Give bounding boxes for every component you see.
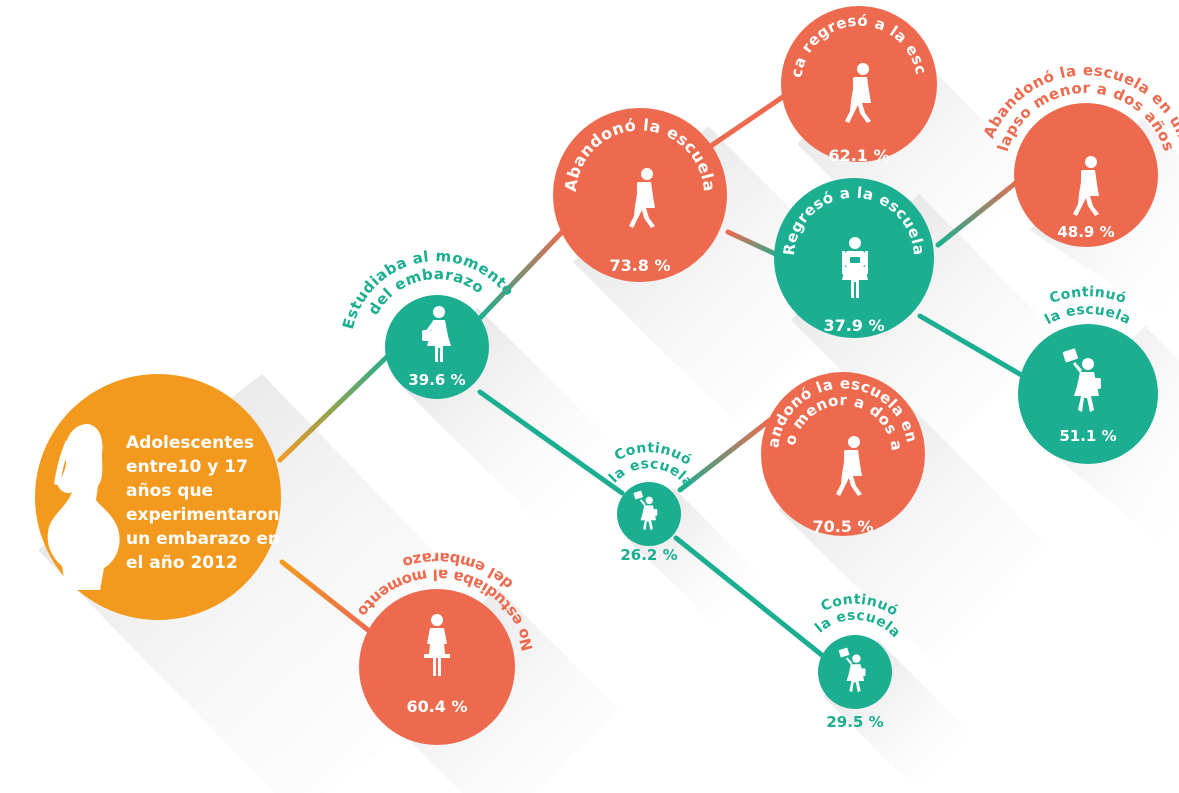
nunca-regreso-label-line-1: Nunca regresó a la escuela: [0, 0, 930, 79]
connector-continuo1-continuo3: [673, 535, 831, 663]
pregnant-woman-icon: [47, 424, 120, 590]
connector-regreso-lapso1: [935, 175, 1025, 248]
connector-abandono-nunca: [702, 89, 793, 153]
node-estudiaba: 39.6 %: [385, 295, 489, 399]
node-nunca-regreso: 62.1 %: [781, 6, 937, 165]
abandono-lapso-2-circle: [761, 372, 925, 536]
node-regreso: 37.9 %: [774, 178, 934, 338]
abandono-lapso-2-value: 70.5 %: [812, 517, 873, 536]
continuo-1-value: 26.2 %: [620, 546, 677, 564]
no-estudiaba-circle: [359, 589, 515, 745]
continuo-2-value: 51.1 %: [1059, 427, 1116, 445]
connector-root-estudiaba: [277, 347, 397, 463]
continuo-3-value: 29.5 %: [826, 713, 883, 731]
node-abandono: 73.8 %: [553, 108, 727, 282]
root-line-1: Adolescentes: [126, 433, 254, 453]
node-continuo-3: 29.5 %: [818, 635, 892, 731]
root-line-4: experimentaron: [126, 505, 280, 525]
abandono-value: 73.8 %: [609, 256, 670, 275]
node-root: Adolescentes entre10 y 17 años que exper…: [35, 374, 286, 620]
node-continuo-1: 26.2 %: [617, 482, 681, 564]
root-line-6: el año 2012: [126, 553, 238, 573]
estudiaba-value: 39.6 %: [408, 371, 465, 389]
continuo-2-label-line-1: Continuó: [1048, 284, 1129, 307]
abandono-lapso-1-value: 48.9 %: [1057, 223, 1114, 241]
connector-continuo1-lapso2: [677, 417, 773, 493]
regreso-value: 37.9 %: [823, 316, 884, 335]
connectors: [277, 89, 1033, 663]
node-abandono-lapso-1: 48.9 %: [1014, 103, 1158, 247]
node-abandono-lapso-2: 70.5 %: [761, 372, 925, 536]
connector-root-no-estudiaba: [279, 559, 371, 633]
connector-regreso-continuo2: [917, 313, 1033, 383]
connector-abandono-regreso: [725, 229, 785, 260]
node-continuo-2: 51.1 %: [1018, 324, 1158, 464]
root-label: Adolescentes entre10 y 17 años que exper…: [126, 433, 286, 573]
connector-estudiaba-continuo1: [477, 389, 625, 496]
nunca-regreso-value: 62.1 %: [828, 146, 889, 165]
root-line-3: años que: [126, 481, 213, 501]
root-line-5: un embarazo en: [126, 529, 280, 549]
no-estudiaba-value: 60.4 %: [406, 697, 467, 716]
root-line-2: entre10 y 17: [126, 457, 248, 477]
node-no-estudiaba: 60.4 %: [359, 589, 515, 745]
connector-estudiaba-abandono: [477, 227, 567, 321]
